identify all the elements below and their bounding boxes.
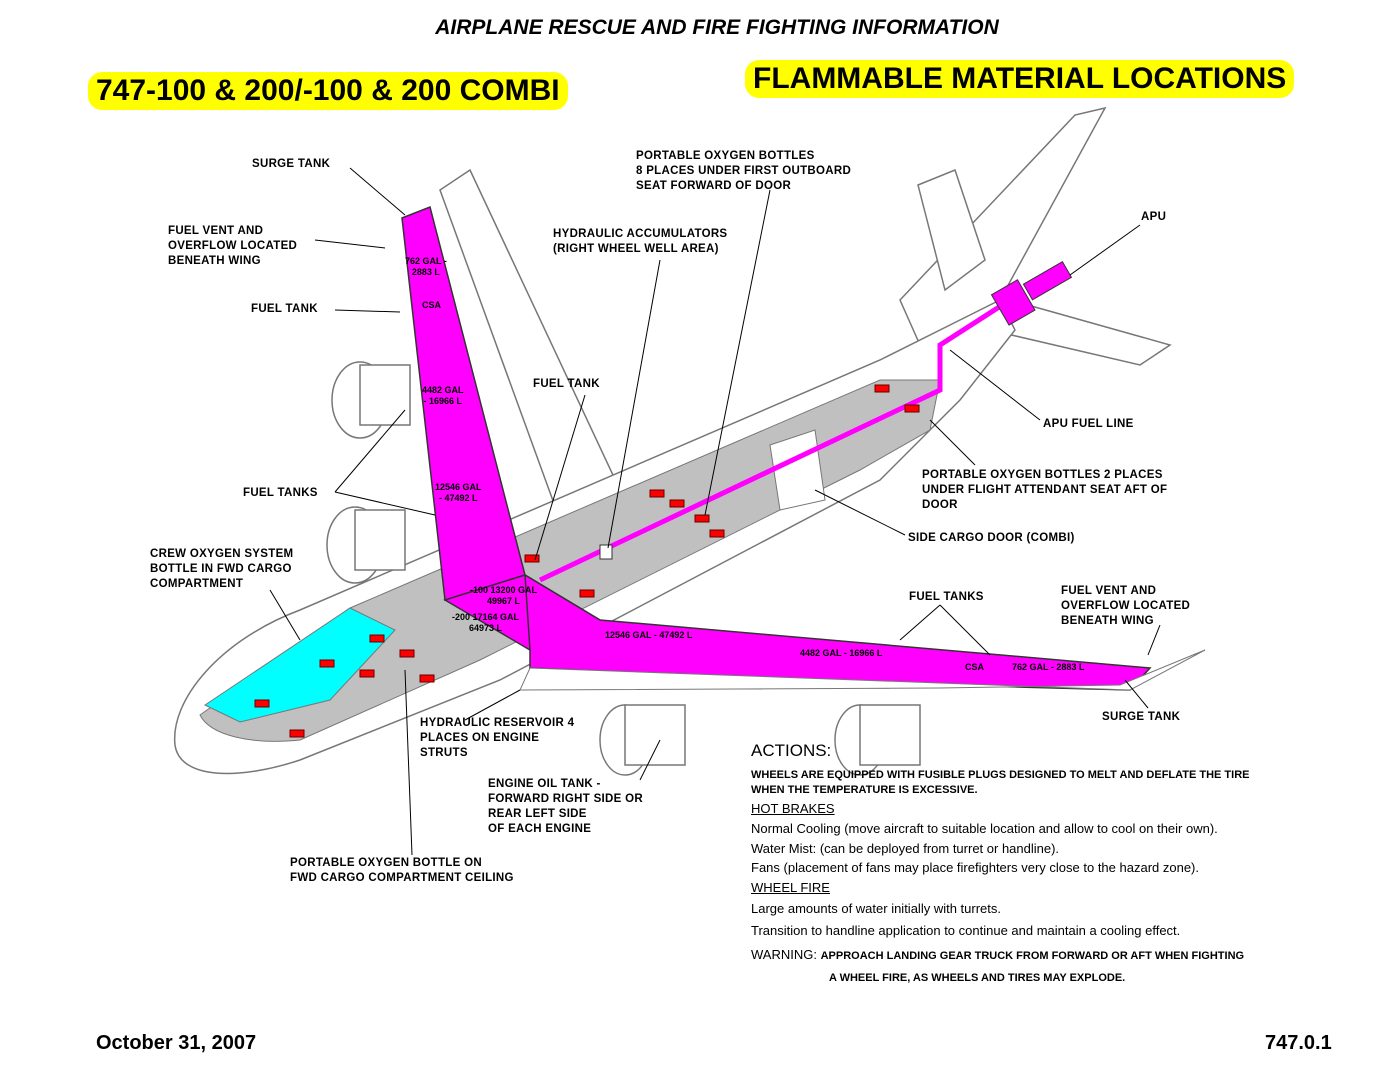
label-apu: APU: [1141, 211, 1167, 223]
wheel-fire-item: Transition to handline application to co…: [751, 923, 1181, 938]
actions-heading: ACTIONS:: [751, 741, 832, 760]
tank-center-200: -200 17164 GAL 64973 L: [452, 612, 520, 633]
label-fuel-tank-left: FUEL TANK: [251, 303, 318, 315]
tank-right-csa: CSA: [965, 662, 985, 672]
crew-oxygen-area: [203, 607, 396, 723]
apu-fuel-line: [538, 297, 1012, 583]
label-surge-tank-left: SURGE TANK: [252, 158, 331, 170]
cabin-floor: [199, 379, 941, 742]
label-surge-tank-right: SURGE TANK: [1102, 711, 1181, 723]
label-portable-oxygen-2: PORTABLE OXYGEN BOTTLES 2 PLACES UNDER F…: [922, 469, 1168, 511]
warning-text-cont: A WHEEL FIRE, AS WHEELS AND TIRES MAY EX…: [829, 972, 1126, 984]
label-engine-oil-tank: ENGINE OIL TANK - FORWARD RIGHT SIDE OR …: [488, 778, 643, 835]
oxygen-bottles: [254, 384, 920, 738]
warning-label: WARNING:: [751, 947, 817, 962]
label-portable-oxygen-ceiling: PORTABLE OXYGEN BOTTLE ON FWD CARGO COMP…: [290, 857, 514, 884]
hot-brakes-item: Fans (placement of fans may place firefi…: [751, 860, 1199, 875]
subject-title: FLAMMABLE MATERIAL LOCATIONS: [745, 60, 1295, 98]
tank-right-surge: 762 GAL - 2883 L: [1012, 662, 1085, 672]
label-fuel-vent-right: FUEL VENT AND OVERFLOW LOCATED BENEATH W…: [1061, 585, 1191, 627]
page-title: AIRPLANE RESCUE AND FIRE FIGHTING INFORM…: [435, 16, 999, 39]
horizontal-stabilizer-far: [917, 169, 986, 292]
right-wing-fuel-tanks: [524, 573, 1152, 691]
tank-right-inboard: 12546 GAL - 47492 L: [605, 630, 693, 640]
side-cargo-door: [769, 429, 826, 511]
label-fuel-vent-left: FUEL VENT AND OVERFLOW LOCATED BENEATH W…: [168, 225, 298, 267]
hydraulic-accumulator: [599, 544, 613, 560]
apu: [990, 261, 1073, 326]
engines: [326, 361, 921, 776]
label-portable-oxygen-8: PORTABLE OXYGEN BOTTLES 8 PLACES UNDER F…: [636, 150, 852, 192]
footer-date: October 31, 2007: [96, 1032, 257, 1054]
label-hydraulic-reservoir: HYDRAULIC RESERVOIR 4 PLACES ON ENGINE S…: [420, 717, 575, 759]
warning-text: APPROACH LANDING GEAR TRUCK FROM FORWARD…: [820, 950, 1245, 962]
hot-brakes-heading: HOT BRAKES: [751, 801, 835, 816]
leader-lines: [269, 167, 1161, 856]
label-apu-fuel-line: APU FUEL LINE: [1043, 418, 1134, 430]
tank-left-inboard: 12546 GAL - 47492 L: [435, 482, 482, 503]
label-fuel-tanks-right: FUEL TANKS: [909, 591, 984, 603]
wheel-fire-heading: WHEEL FIRE: [751, 880, 830, 895]
wheels-note: WHEELS ARE EQUIPPED WITH FUSIBLE PLUGS D…: [751, 769, 1250, 796]
tank-left-csa: CSA: [422, 300, 442, 310]
label-crew-oxygen: CREW OXYGEN SYSTEM BOTTLE IN FWD CARGO C…: [150, 548, 294, 590]
model-title: 747-100 & 200/-100 & 200 COMBI: [88, 72, 568, 110]
label-fuel-tank-center: FUEL TANK: [533, 378, 600, 390]
label-hydraulic-accumulators: HYDRAULIC ACCUMULATORS (RIGHT WHEEL WELL…: [553, 228, 728, 255]
tank-left-surge: 762 GAL - 2883 L: [405, 256, 447, 277]
wheel-fire-item: Large amounts of water initially with tu…: [751, 901, 1001, 916]
label-fuel-tanks-left: FUEL TANKS: [243, 487, 318, 499]
tank-right-outboard: 4482 GAL - 16966 L: [800, 648, 883, 658]
tank-left-outboard: 4482 GAL - 16966 L: [422, 385, 464, 406]
hot-brakes-item: Water Mist: (can be deployed from turret…: [751, 841, 1060, 856]
tank-center-100: -100 13200 GAL 49967 L: [470, 585, 538, 606]
footer-page: 747.0.1: [1265, 1032, 1332, 1054]
hot-brakes-item: Normal Cooling (move aircraft to suitabl…: [751, 821, 1218, 836]
label-side-cargo-door: SIDE CARGO DOOR (COMBI): [908, 532, 1075, 544]
